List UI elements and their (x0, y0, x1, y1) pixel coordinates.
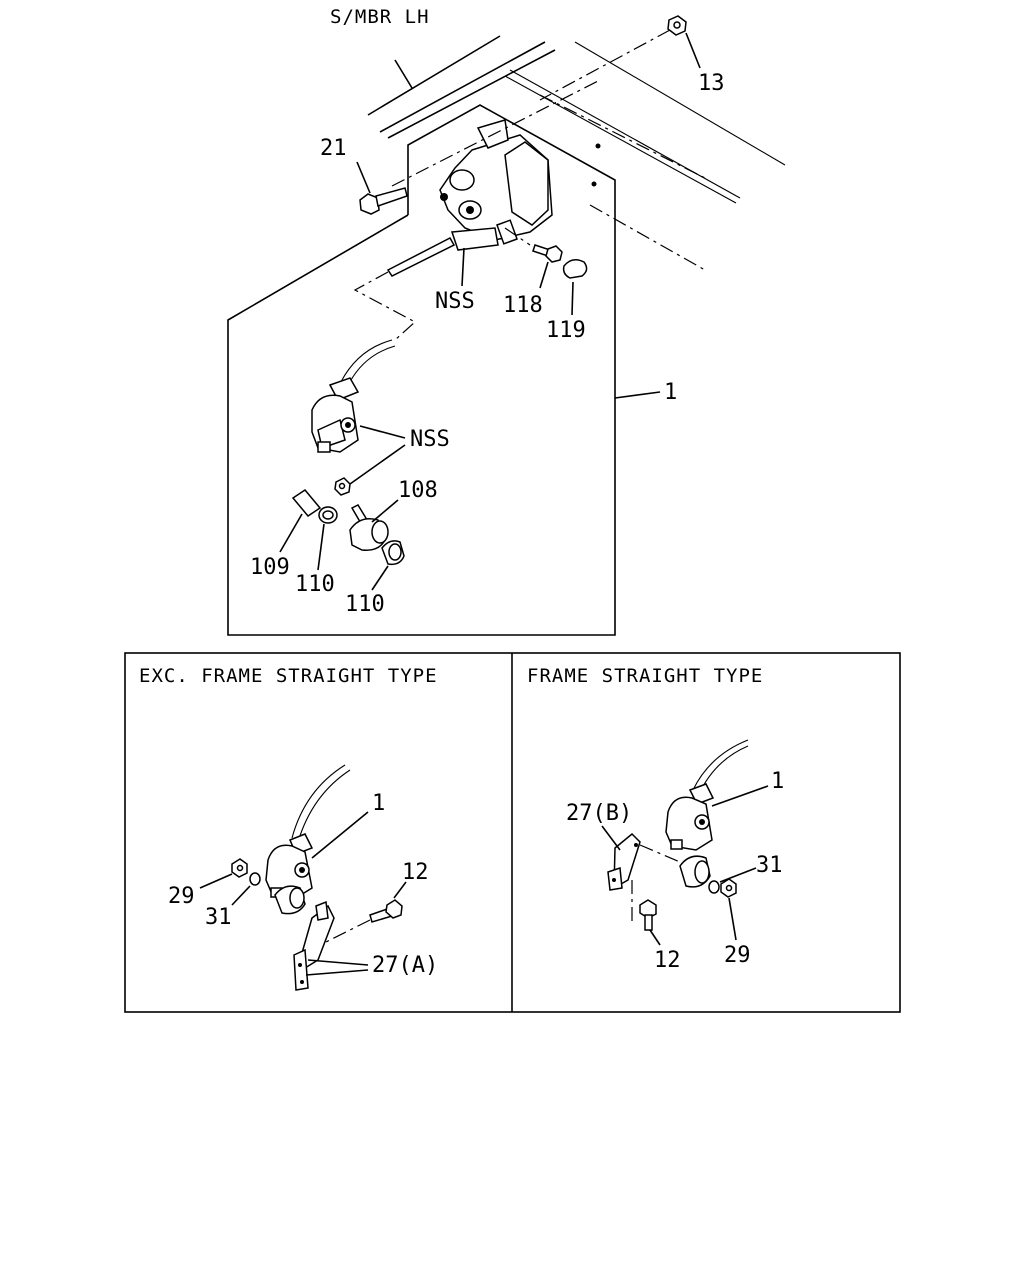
left-label-1: 1 (372, 791, 385, 816)
label-nss-mid: NSS (410, 427, 450, 452)
label-110-a: 110 (295, 572, 335, 597)
right-washer-31 (708, 867, 757, 894)
label-119: 119 (546, 318, 586, 343)
right-panel-title: FRAME STRAIGHT TYPE (527, 665, 763, 687)
label-109: 109 (250, 555, 290, 580)
label-21: 21 (320, 136, 347, 161)
left-washer-31 (231, 872, 261, 906)
leader-1 (614, 391, 661, 399)
left-nut-29 (199, 858, 248, 889)
right-nut-29 (720, 878, 737, 941)
pin-109 (279, 489, 322, 553)
left-panel-sensor (265, 764, 369, 915)
left-label-29: 29 (168, 884, 195, 909)
right-label-29: 29 (724, 943, 751, 968)
right-label-31: 31 (756, 853, 783, 878)
bolt-118 (504, 227, 563, 289)
height-sensor-main (311, 339, 406, 496)
label-13: 13 (698, 71, 725, 96)
right-label-27b: 27(B) (566, 801, 632, 826)
bolt-108 (349, 499, 399, 551)
right-label-12: 12 (654, 948, 681, 973)
cap-119 (562, 259, 588, 316)
left-label-27a: 27(A) (372, 953, 438, 978)
leveling-valve (386, 79, 601, 277)
right-bolt-12 (631, 880, 661, 946)
washer-110-a (317, 506, 338, 571)
grommet-110-b (371, 540, 405, 591)
left-label-31: 31 (205, 905, 232, 930)
kit-outline (227, 104, 616, 636)
left-bolt-12 (319, 881, 407, 946)
label-1-main: 1 (664, 380, 677, 405)
nut-13 (539, 15, 701, 101)
right-bracket-27b (601, 825, 681, 891)
left-bracket-27a (293, 900, 369, 991)
side-member-frame (367, 35, 786, 271)
label-118: 118 (503, 293, 543, 318)
label-110-b: 110 (345, 592, 385, 617)
label-smbr: S/MBR LH (330, 6, 430, 28)
label-nss-top: NSS (435, 289, 475, 314)
bolt-21 (356, 161, 408, 215)
right-panel-sensor (665, 739, 769, 888)
left-panel-title: EXC. FRAME STRAIGHT TYPE (139, 665, 438, 687)
right-label-1: 1 (771, 769, 784, 794)
label-108: 108 (398, 478, 438, 503)
left-label-12: 12 (402, 860, 429, 885)
